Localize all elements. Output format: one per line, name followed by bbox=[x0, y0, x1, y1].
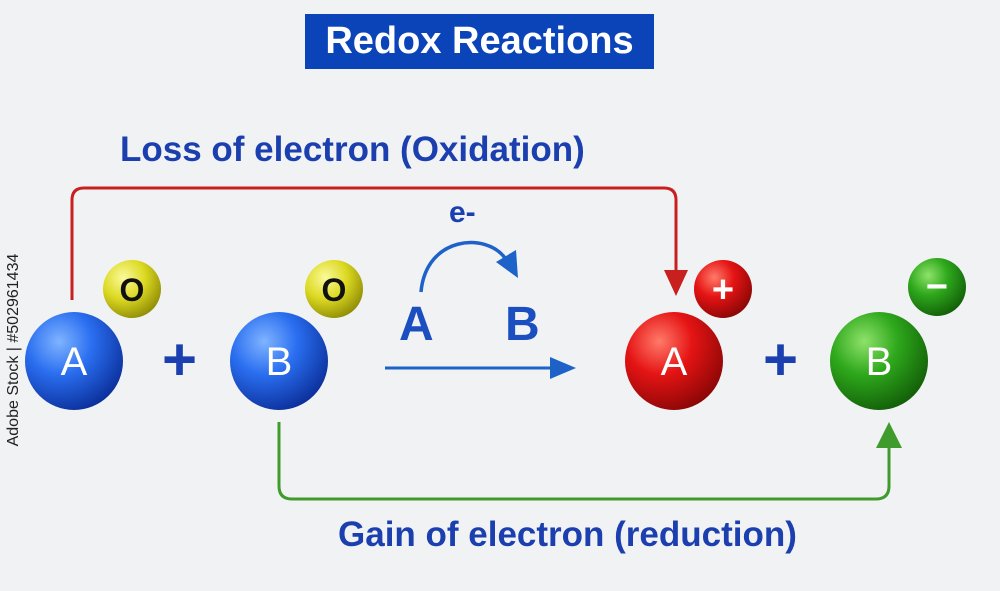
reactant-b-atom bbox=[230, 312, 328, 410]
product-plus-sign: + bbox=[763, 326, 799, 393]
product-b-badge bbox=[908, 258, 966, 316]
electron-transfer-arc bbox=[419, 240, 507, 293]
reactant-a-atom bbox=[25, 312, 123, 410]
electron-transfer-arrowhead bbox=[496, 250, 518, 278]
reactant-b-charge: O bbox=[322, 272, 347, 308]
reactant-a-symbol: A bbox=[61, 340, 88, 384]
electron-label: e- bbox=[449, 196, 476, 229]
product-b-symbol: B bbox=[866, 340, 893, 384]
reduction-label: Gain of electron (reduction) bbox=[338, 515, 797, 554]
product-b-charge: − bbox=[926, 266, 948, 308]
product-a-atom bbox=[625, 312, 723, 410]
product-b-atom bbox=[830, 312, 928, 410]
product-a-charge: + bbox=[712, 269, 734, 311]
reactant-a-badge bbox=[103, 260, 161, 318]
product-a-symbol: A bbox=[661, 340, 688, 384]
reduction-path bbox=[277, 422, 891, 501]
reactant-plus-sign: + bbox=[162, 326, 198, 393]
transfer-from-label: A bbox=[399, 298, 434, 351]
oxidation-arrowhead bbox=[664, 270, 688, 296]
reactant-a-charge: O bbox=[120, 272, 145, 308]
reactant-b-badge bbox=[305, 260, 363, 318]
transfer-to-label: B bbox=[505, 298, 540, 351]
oxidation-label: Loss of electron (Oxidation) bbox=[120, 130, 585, 169]
reactant-b-symbol: B bbox=[266, 340, 293, 384]
reaction-arrowhead bbox=[550, 357, 576, 379]
reduction-arrowhead bbox=[876, 422, 902, 448]
product-a-badge bbox=[694, 260, 752, 318]
page-title: Redox Reactions bbox=[305, 14, 654, 69]
oxidation-path bbox=[70, 186, 678, 300]
